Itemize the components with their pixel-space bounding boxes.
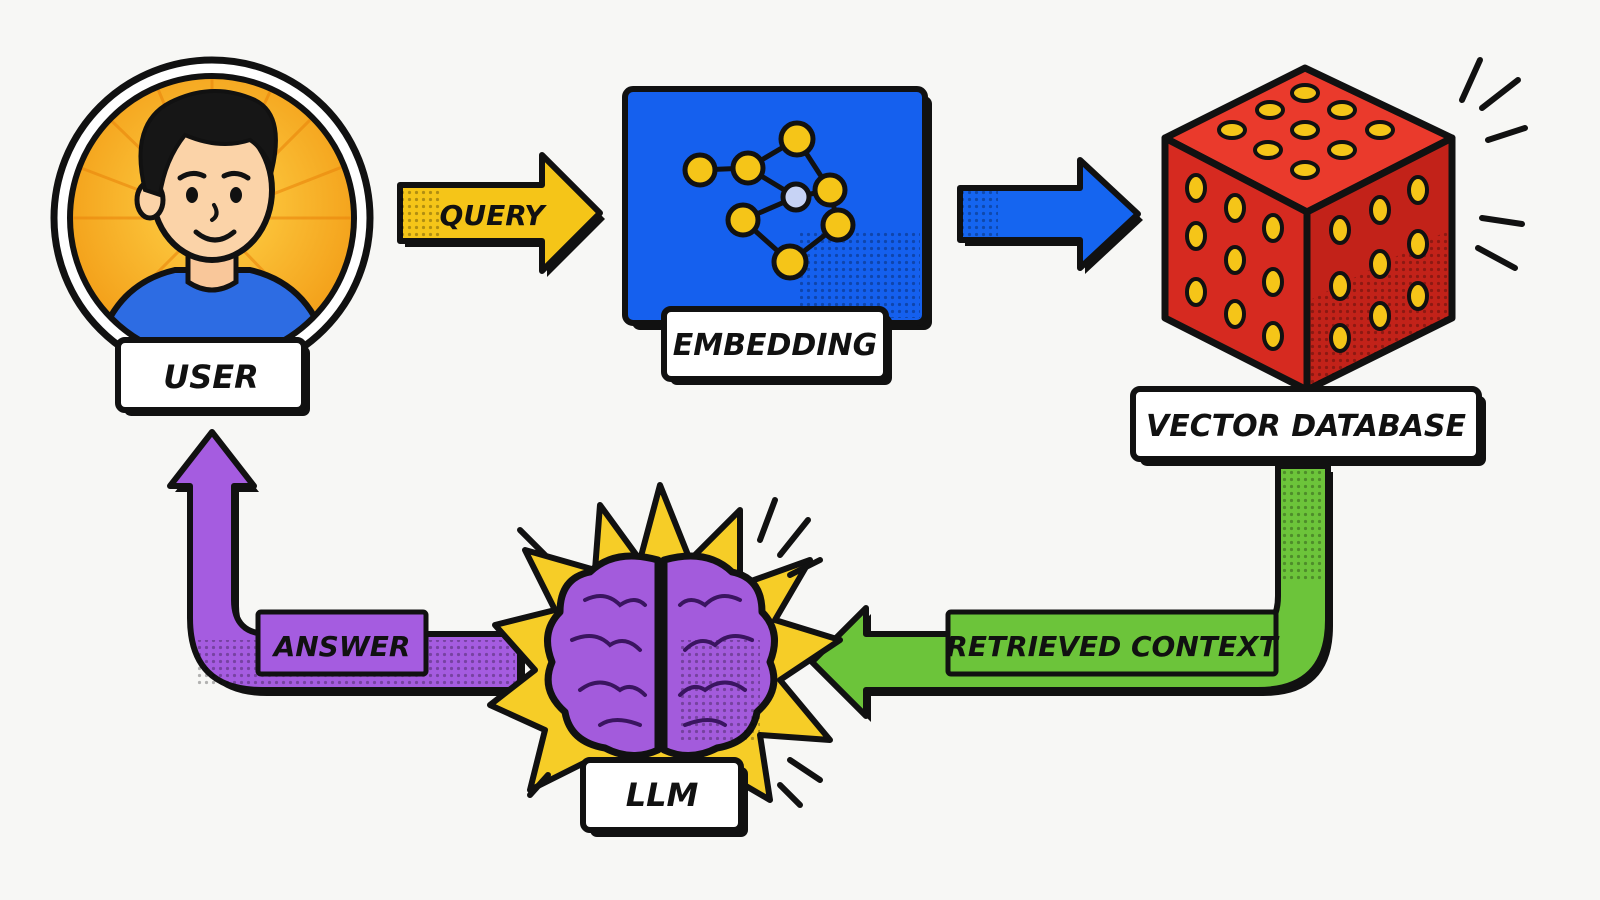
vector-database-label-box: VECTOR DATABASE bbox=[1130, 386, 1486, 466]
retrieved-context-arrow: RETRIEVED CONTEXT bbox=[809, 463, 1333, 722]
answer-label: ANSWER bbox=[272, 630, 411, 663]
vector-database-node bbox=[1161, 57, 1528, 394]
llm-motion-lines bbox=[517, 497, 823, 808]
cube-left-pips bbox=[1185, 173, 1284, 351]
user-label: USER bbox=[163, 358, 259, 396]
query-arrow: QUERY bbox=[397, 152, 605, 277]
cube-top-pips bbox=[1217, 83, 1395, 180]
query-label: QUERY bbox=[440, 199, 548, 232]
user-label-box: USER bbox=[115, 337, 310, 416]
retrieved-context-arrow-body bbox=[809, 463, 1331, 719]
retrieved-context-label: RETRIEVED CONTEXT bbox=[946, 630, 1279, 663]
embed-to-db-arrow bbox=[957, 157, 1143, 274]
user-hair bbox=[138, 89, 278, 198]
answer-arrow: ANSWER bbox=[167, 429, 525, 696]
llm-label-box: LLM bbox=[580, 757, 748, 837]
vector-database-label: VECTOR DATABASE bbox=[1146, 409, 1467, 444]
llm-label: LLM bbox=[626, 776, 699, 814]
embedding-node bbox=[622, 86, 932, 330]
cube-motion-lines bbox=[1459, 57, 1528, 271]
embedding-label: EMBEDDING bbox=[673, 328, 877, 363]
brain-icon bbox=[544, 552, 778, 759]
cube-right-pips bbox=[1329, 175, 1429, 353]
embedding-label-box: EMBEDDING bbox=[661, 306, 892, 385]
query-arrow-body bbox=[397, 152, 603, 274]
user-node bbox=[50, 56, 374, 380]
